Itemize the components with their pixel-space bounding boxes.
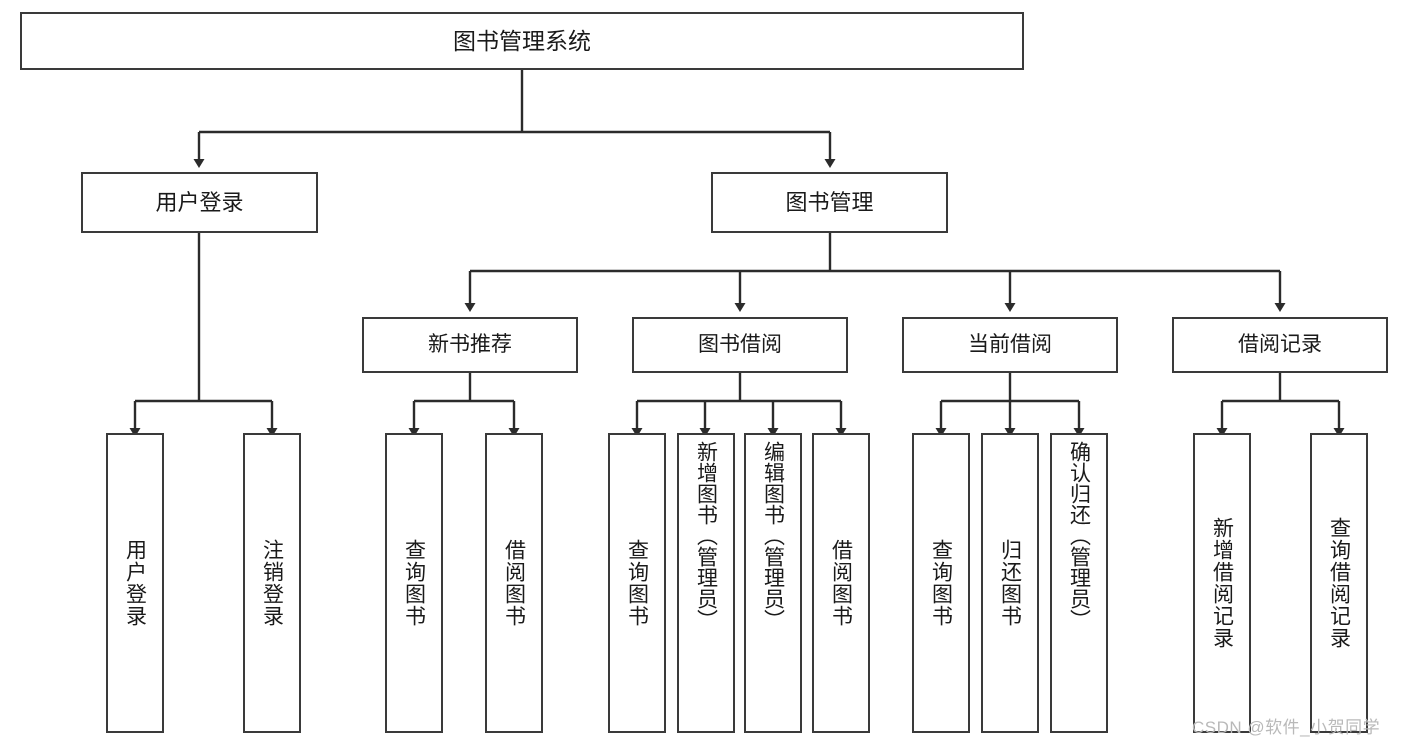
- leaf-user-login[interactable]: 用户登录: [106, 433, 164, 733]
- node-label: 借阅图书: [502, 539, 526, 627]
- node-current-borrow[interactable]: 当前借阅: [902, 317, 1118, 373]
- leaf-confirm-return-admin[interactable]: 确认归还（管理员）: [1050, 433, 1108, 733]
- node-label: 归还图书: [998, 539, 1022, 627]
- node-label: 确认归还（管理员）: [1067, 441, 1091, 630]
- node-new-book-recommend[interactable]: 新书推荐: [362, 317, 578, 373]
- leaf-query-book-recommend[interactable]: 查询图书: [385, 433, 443, 733]
- leaf-add-borrow-record[interactable]: 新增借阅记录: [1193, 433, 1251, 733]
- node-label: 编辑图书（管理员）: [761, 441, 785, 630]
- node-label: 用户登录: [155, 189, 244, 215]
- leaf-borrow-book[interactable]: 借阅图书: [812, 433, 870, 733]
- csdn-watermark: CSDN @软件_小贺同学: [1192, 718, 1381, 737]
- leaf-add-book-admin[interactable]: 新增图书（管理员）: [677, 433, 735, 733]
- node-borrow-record[interactable]: 借阅记录: [1172, 317, 1388, 373]
- node-book-management[interactable]: 图书管理: [711, 172, 948, 233]
- node-label: 图书管理系统: [453, 27, 591, 54]
- node-label: 图书借阅: [698, 332, 782, 356]
- node-label: 查询借阅记录: [1327, 517, 1351, 649]
- leaf-logout[interactable]: 注销登录: [243, 433, 301, 733]
- leaf-edit-book-admin[interactable]: 编辑图书（管理员）: [744, 433, 802, 733]
- node-label: 当前借阅: [968, 332, 1052, 356]
- node-label: 图书管理: [785, 189, 874, 215]
- node-label: 注销登录: [260, 539, 284, 627]
- node-label: 新增图书（管理员）: [694, 441, 718, 630]
- node-label: 查询图书: [402, 539, 426, 627]
- node-label: 新书推荐: [428, 332, 512, 356]
- node-label: 用户登录: [123, 539, 147, 627]
- leaf-query-book-current[interactable]: 查询图书: [912, 433, 970, 733]
- node-user-login[interactable]: 用户登录: [81, 172, 318, 233]
- node-label: 新增借阅记录: [1210, 517, 1234, 649]
- leaf-query-borrow-record[interactable]: 查询借阅记录: [1310, 433, 1368, 733]
- leaf-borrow-book-recommend[interactable]: 借阅图书: [485, 433, 543, 733]
- leaf-return-book[interactable]: 归还图书: [981, 433, 1039, 733]
- node-label: 查询图书: [929, 539, 953, 627]
- node-label: 查询图书: [625, 539, 649, 627]
- node-label: 借阅图书: [829, 539, 853, 627]
- node-root-system[interactable]: 图书管理系统: [20, 12, 1024, 70]
- node-book-borrow[interactable]: 图书借阅: [632, 317, 848, 373]
- node-label: 借阅记录: [1238, 332, 1322, 356]
- leaf-query-book-borrow[interactable]: 查询图书: [608, 433, 666, 733]
